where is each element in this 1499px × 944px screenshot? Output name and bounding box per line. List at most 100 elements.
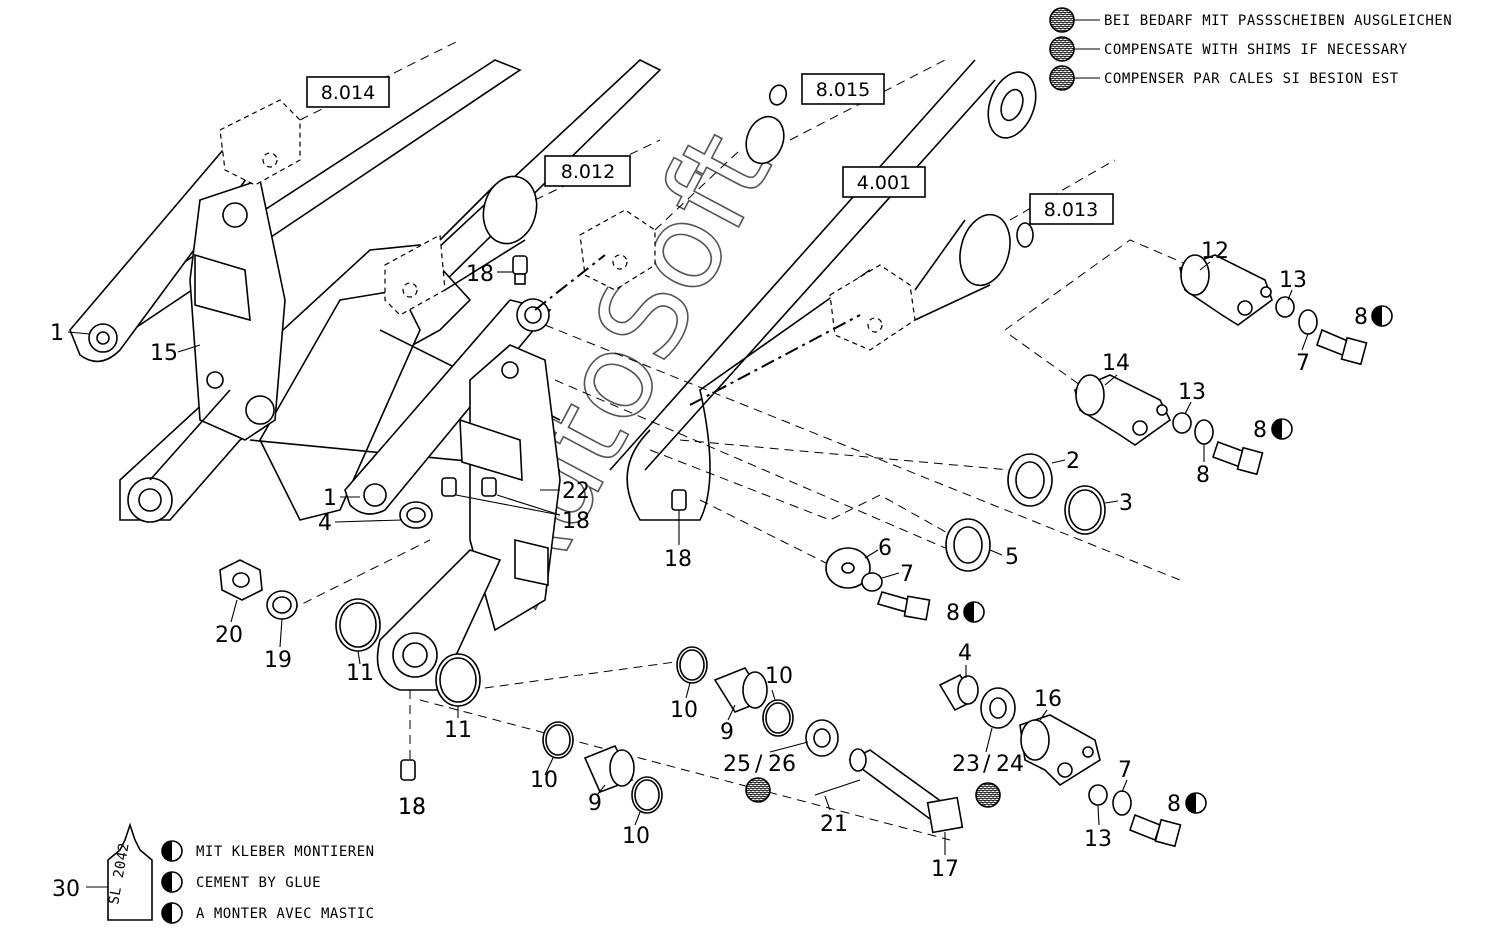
half-circle-glue-icon [1185,792,1207,814]
bolt-8d [1316,328,1368,366]
callout-label: 13 [1178,380,1206,405]
axis-pin-upper [534,254,606,311]
washer-7b [861,572,883,592]
callout-label: 9 [720,720,734,745]
callout-label: 11 [346,661,374,686]
callout-label: 24 [996,752,1024,777]
half-circle-glue-icon [1271,418,1293,440]
washer-19 [266,590,298,620]
callout-label: 7 [1296,351,1310,376]
ref-box-8014: 8.014 [306,76,390,108]
spacer-13b [1172,412,1192,434]
seal-11b [435,653,481,707]
callout-label: 8 [1354,305,1368,330]
ghost-cylinder-8013 [829,159,1116,351]
shim-symbol-icon [1049,65,1075,91]
grease-fitting-18b [441,477,497,497]
callout-label: 1 [50,321,64,346]
callout-label: 18 [562,509,590,534]
callout-label: 9 [588,791,602,816]
callout-label: 14 [1102,351,1130,376]
svg-text:8.013: 8.013 [1044,199,1098,221]
callout-label: 18 [398,795,426,820]
half-circle-glue-icon [161,871,183,893]
grease-fitting-18d [400,759,416,781]
bolt-8c [1129,813,1182,848]
callout-label: 19 [264,648,292,673]
grease-fitting-18c [671,489,687,511]
half-circle-glue-icon [161,902,183,924]
ref-box-8013: 8.013 [1029,193,1114,225]
svg-text:8.015: 8.015 [816,79,870,101]
ghost-cylinder-8014 [219,39,461,186]
callout-label: / [755,752,763,777]
assembly-lines [289,239,1201,841]
legend-glue: MIT KLEBER MONTIEREN CEMENT BY GLUE A MO… [161,840,375,924]
grease-fitting-18a [512,255,528,285]
shim-symbol-icon [1049,36,1075,62]
callout-label: 30 [52,877,80,902]
ghost-cylinder-8012 [384,139,661,316]
svg-text:8.014: 8.014 [321,82,375,104]
shim-symbol-icon [745,777,771,803]
callout-label: 13 [1084,827,1112,852]
ring-10b [762,699,794,737]
ref-box-4001: 4.001 [842,166,926,198]
callout-label: 20 [215,623,243,648]
shim-symbol-icon [1049,7,1075,33]
pin-12 [1179,254,1273,326]
washer-7d [1298,309,1318,335]
axis-pin-lower [689,314,861,406]
washer-6 [825,547,871,589]
legend-shims: BEI BEDARF MIT PASSSCHEIBEN AUSGLEICHEN … [1049,7,1452,91]
callout-label: 26 [768,752,796,777]
callout-label: 21 [820,812,848,837]
bushing-4-lower [938,673,979,712]
callout-label: 7 [1118,758,1132,783]
callout-label: 4 [958,641,972,666]
callout-label: 18 [466,262,494,287]
callout-label: 16 [1034,687,1062,712]
callout-label: 12 [1201,239,1229,264]
spacer-13a [1275,296,1295,318]
pin-17 [814,748,964,834]
ring-10c [542,721,574,759]
spacer-13c [1088,784,1108,806]
callout-label: 25 [723,752,751,777]
callout-label: 11 [444,718,472,743]
legend-glue-fr: A MONTER AVEC MASTIC [196,906,375,922]
half-circle-glue-icon [1371,305,1393,327]
callout-numbers: 1 15 1 4 22 18 18 18 18 12 13 8 7 14 13 … [50,239,1368,902]
callout-label: 10 [670,698,698,723]
legend-shims-fr: COMPENSER PAR CALES SI BESION EST [1104,71,1399,87]
bushing-9b [583,744,635,794]
washer-7a [1194,419,1214,445]
legend-shims-de: BEI BEDARF MIT PASSSCHEIBEN AUSGLEICHEN [1104,13,1452,29]
legend-glue-de: MIT KLEBER MONTIEREN [196,844,375,860]
bolt-8b [876,591,931,621]
callout-label: 10 [622,824,650,849]
bushing-2 [1007,453,1053,507]
svg-text:8.012: 8.012 [561,161,615,183]
washer-25-26 [805,719,839,757]
legend-glue-en: CEMENT BY GLUE [196,875,321,891]
ring-10a [676,646,708,684]
callout-label: 6 [878,536,892,561]
washer-7c [1112,790,1132,816]
callout-label: 1 [323,486,337,511]
callout-label: 18 [664,547,692,572]
leader-lines [67,261,1309,855]
callout-label: 8 [1167,792,1181,817]
lower-link [376,549,502,691]
callout-label: 5 [1005,545,1019,570]
bolt-8a [1211,440,1264,476]
half-circle-glue-icon [161,840,183,862]
ref-box-8012: 8.012 [544,155,631,187]
large-washer-top [987,71,1037,139]
ring-10d [631,776,663,814]
legend-shims-en: COMPENSATE WITH SHIMS IF NECESSARY [1104,42,1408,58]
glue-tube-30: SL 2042 [86,822,153,921]
callout-label: 13 [1279,268,1307,293]
washer-23-24 [980,687,1016,729]
callout-label: 15 [150,341,178,366]
